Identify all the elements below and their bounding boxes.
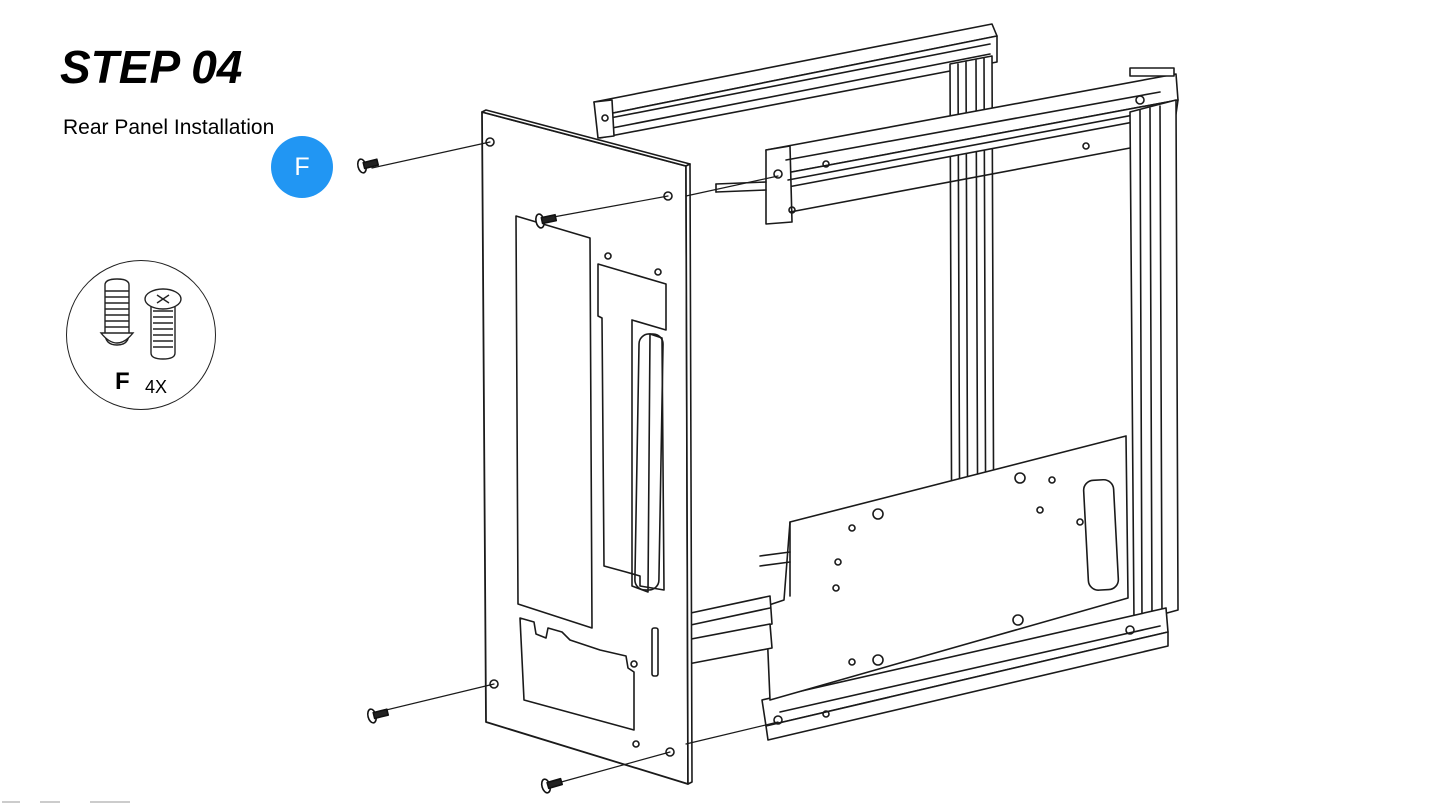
parts-legend: F 4X	[66, 260, 216, 410]
callout-badge-f: F	[271, 136, 333, 198]
countersunk-screw-icon	[67, 261, 217, 411]
footer-artifact	[0, 797, 140, 806]
parts-letter: F	[115, 370, 130, 394]
rail-bottom-back	[686, 596, 772, 664]
parts-quantity: 4X	[145, 378, 167, 396]
